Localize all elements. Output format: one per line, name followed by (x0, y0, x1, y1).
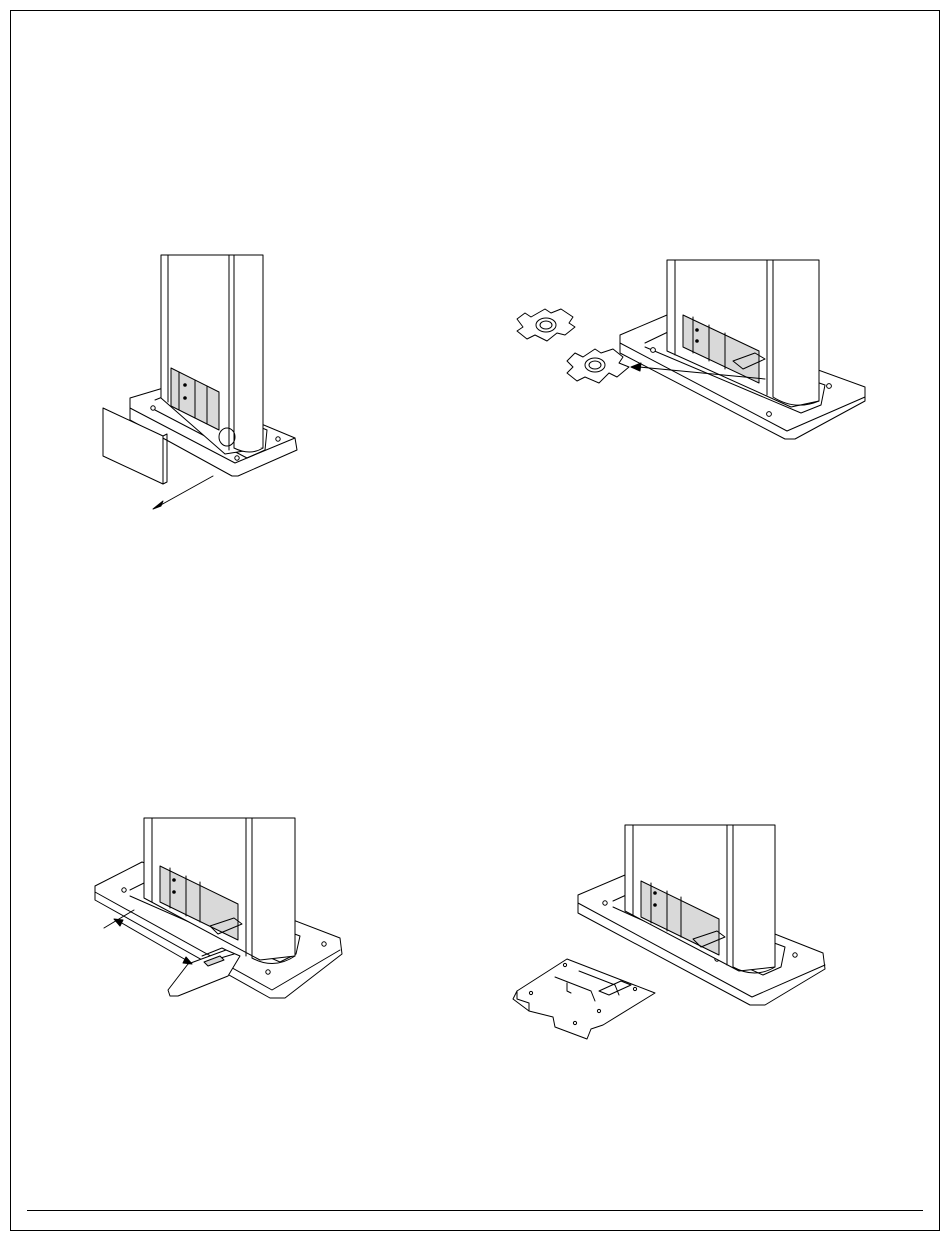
step-b-install-grommet-plates-illustration (495, 255, 875, 450)
screw-hole (122, 888, 126, 892)
footer-rule (27, 1210, 923, 1211)
step-a-remove-cover-illustration (95, 250, 305, 515)
mounting-bracket (513, 959, 655, 1039)
screw-hole (651, 348, 656, 353)
bracket-hole (529, 991, 532, 994)
screw-hole (603, 901, 607, 905)
grommet-ring (536, 318, 556, 332)
grommet-ring (585, 358, 605, 372)
step-c-slide-out-tray-illustration (90, 810, 350, 1010)
screw-hole (151, 406, 155, 410)
step-d-install-mounting-bracket-illustration (495, 815, 835, 1055)
